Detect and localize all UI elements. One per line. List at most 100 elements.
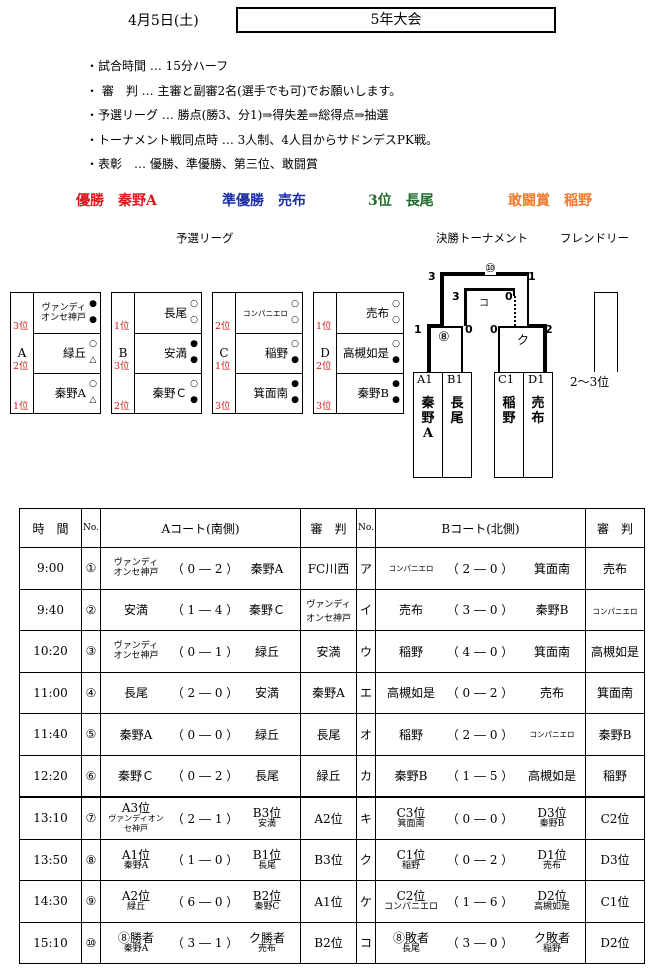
bracket-slot-label: C1 — [498, 372, 515, 386]
result-mark: ○ — [392, 315, 400, 325]
match-score: （ 1 ― 5 ） — [446, 769, 514, 784]
match-time: 13:50 — [19, 838, 82, 881]
away-team: ク敗者稲野 — [523, 923, 581, 964]
away-slot: D1位 — [537, 847, 567, 862]
home-team-name: 緑丘 — [126, 902, 145, 913]
away-team: D2位高槻如是 — [523, 881, 581, 922]
a-court-match: 長尾（ 2 ― 0 ）安満 — [100, 671, 301, 714]
final-score-left: 3 — [428, 270, 436, 283]
match-line: 安満（ 1 ― 4 ）秦野Ｃ — [101, 590, 300, 631]
referee-name: B3位 — [314, 853, 343, 868]
a-court-match: 秦野A（ 0 ― 0 ）緑丘 — [100, 713, 301, 756]
match-number: ⑤ — [81, 713, 101, 756]
team-rank: 2位 — [114, 401, 130, 412]
match-number: ④ — [81, 671, 101, 714]
home-slot: A2位 — [121, 889, 151, 904]
result-mark: ○ — [190, 299, 198, 309]
result-mark: ● — [89, 299, 97, 309]
friendly-heading: フレンドリー — [560, 231, 629, 245]
b-court-referee: コンパニエロ — [585, 588, 645, 631]
away-team: 秦野A — [238, 548, 296, 589]
match-score: （ 1 ― 4 ） — [171, 603, 239, 618]
team-rank: 1位 — [114, 321, 130, 332]
home-team-name: 安満 — [123, 603, 148, 618]
bracket-team-name: 長尾 — [450, 396, 464, 426]
team-name: 安満 — [164, 346, 187, 360]
match-number: ⑧ — [81, 838, 101, 881]
match-time: 9:40 — [19, 588, 82, 631]
away-team: ク勝者売布 — [238, 923, 296, 964]
match-line: A2位緑丘（ 6 ― 0 ）B2位秦野C — [101, 881, 300, 922]
match-line: 高槻如是（ 0 ― 2 ）売布 — [376, 673, 585, 714]
bracket-slot-label: D1 — [528, 372, 545, 386]
team-name: 秦野B — [357, 386, 389, 400]
third-score-right: 0 — [505, 290, 513, 303]
home-team-name: ヴァンディ オンセ神戸 — [113, 641, 159, 662]
match-line: 売布（ 3 ― 0 ）秦野B — [376, 590, 585, 631]
referee-name: 箕面南 — [596, 686, 633, 701]
referee-name: C1位 — [600, 894, 630, 909]
away-team-name: 緑丘 — [254, 644, 279, 659]
b-court-referee: 箕面南 — [585, 671, 645, 714]
home-team-name: 秦野A — [119, 727, 153, 742]
match-line: C1位稲野（ 0 ― 2 ）D1位売布 — [376, 840, 585, 881]
home-team: ヴァンディ オンセ神戸 — [105, 548, 167, 589]
team-name: 稲野 — [265, 346, 288, 360]
a-court-referee: ヴァンディ オンセ神戸 — [300, 588, 357, 631]
team-rank: 2位 — [316, 361, 332, 372]
away-team-name: 秦野B — [539, 819, 565, 830]
referee-name: FC川西 — [307, 561, 350, 576]
home-team-name: 箕面南 — [397, 819, 425, 830]
home-team: ⑧敗者長尾 — [380, 923, 442, 964]
result-marks: ○○ — [290, 296, 300, 328]
home-team: 高槻如是 — [380, 673, 442, 714]
result-mark: ○ — [291, 299, 299, 309]
third-score-left: 3 — [452, 290, 460, 303]
b-court-referee: C1位 — [585, 880, 645, 923]
away-team-name: 長尾 — [254, 769, 279, 784]
match-line: ヴァンディ オンセ神戸（ 0 ― 2 ）秦野A — [101, 548, 300, 589]
b-court-match: 高槻如是（ 0 ― 2 ）売布 — [375, 671, 586, 714]
team-name: 売布 — [366, 306, 389, 320]
match-score: （ 0 ― 0 ） — [171, 727, 239, 742]
match-score: （ 0 ― 2 ） — [446, 853, 514, 868]
away-team-name: 安満 — [254, 686, 279, 701]
result-mark: ● — [190, 395, 198, 405]
home-team-stack: ⑧勝者秦野A — [118, 932, 154, 954]
home-slot: ⑧勝者 — [117, 930, 154, 945]
header-no: No. — [81, 508, 101, 548]
team-name: 秦野Ｃ — [152, 386, 188, 400]
result-mark: ● — [291, 395, 299, 405]
away-team-name: 売布 — [257, 943, 276, 954]
match-time: 9:00 — [19, 547, 82, 590]
match-line: 秦野Ｃ（ 0 ― 2 ）長尾 — [101, 756, 300, 797]
match-score: （ 2 ― 0 ） — [446, 561, 514, 576]
referee-name: 売布 — [602, 561, 627, 576]
result-mark: ○ — [291, 315, 299, 325]
away-team-name: 箕面南 — [533, 644, 570, 659]
third-place-match-label: コ — [479, 298, 489, 309]
away-team: D1位売布 — [523, 840, 581, 881]
team-name: 長尾 — [164, 306, 187, 320]
a-court-referee: 安満 — [300, 630, 357, 673]
match-line: ⑧敗者長尾（ 3 ― 0 ）ク敗者稲野 — [376, 923, 585, 964]
home-team-name: コンパニエロ — [383, 902, 438, 913]
final-tournament-heading: 決勝トーナメント — [436, 231, 528, 245]
home-team-stack: A3位ヴァンディオンセ神戸 — [105, 802, 167, 834]
friendly-result: 2～3位 — [570, 375, 610, 389]
result-marks: ●● — [88, 296, 98, 328]
home-slot: A1位 — [121, 847, 151, 862]
home-team-name: ヴァンディ オンセ神戸 — [113, 558, 159, 579]
result-marks: ●● — [391, 376, 401, 408]
match-score: （ 3 ― 1 ） — [171, 936, 239, 951]
b-court-referee: 高槻如是 — [585, 630, 645, 673]
away-team-name: 高槻如是 — [533, 902, 570, 913]
match-score: （ 3 ― 0 ） — [446, 603, 514, 618]
match-number: オ — [356, 713, 376, 756]
